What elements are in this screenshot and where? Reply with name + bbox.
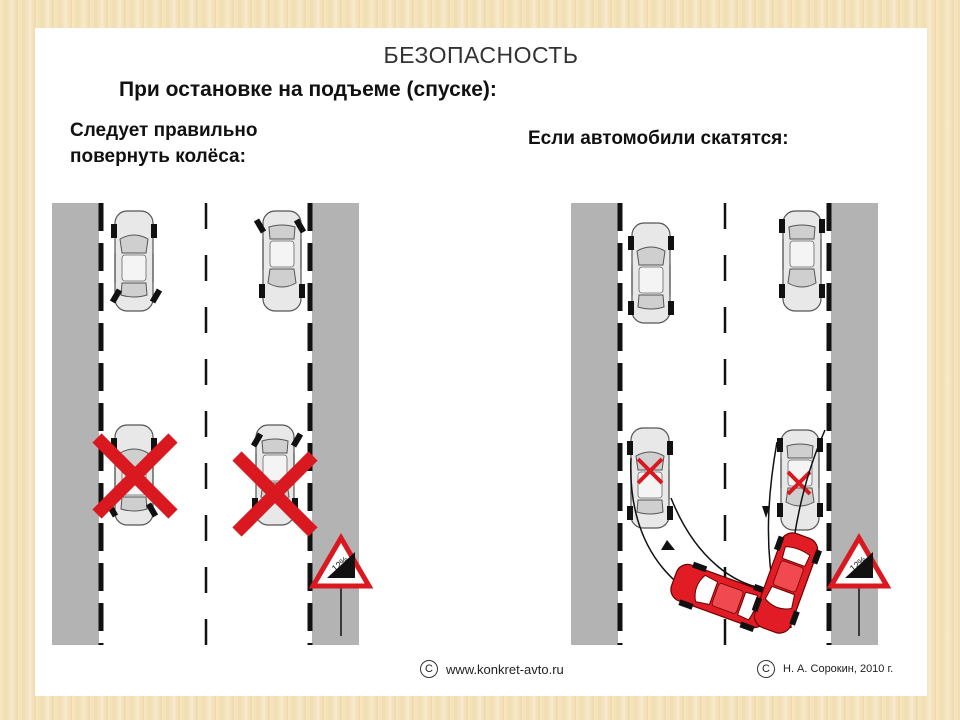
car-right-panel-left-top: [628, 222, 674, 324]
copyright-icon: C: [420, 660, 438, 678]
credit-left: C www.konkret-avto.ru: [420, 660, 564, 678]
slide: БЕЗОПАСНОСТЬ При остановке на подъеме (с…: [35, 28, 927, 696]
credit-author: Н. А. Сорокин, 2010 г.: [783, 663, 894, 675]
page-subtitle: При остановке на подъеме (спуске):: [119, 78, 497, 101]
cross-mark-right-icon: [232, 451, 318, 537]
credit-right: C Н. А. Сорокин, 2010 г.: [757, 660, 893, 678]
credit-site: www.konkret-avto.ru: [446, 661, 564, 677]
page-title: БЕЗОПАСНОСТЬ: [383, 42, 579, 68]
left-caption: Следует правильно повернуть колёса:: [70, 118, 360, 170]
road-diagram: 12%: [52, 203, 892, 645]
left-road: [52, 203, 359, 645]
right-sidewalk-left: [571, 203, 618, 645]
right-caption: Если автомобили скатятся:: [528, 128, 789, 149]
car-right-top-correct: [253, 210, 307, 312]
small-cross-left-icon: [636, 457, 664, 485]
grade-sign-right-icon: 12%: [826, 533, 892, 636]
left-sidewalk-left: [52, 203, 99, 645]
car-right-panel-left-bottom: [627, 427, 673, 529]
left-caption-line2: повернуть колёса:: [70, 146, 246, 167]
copyright-icon: C: [757, 660, 775, 678]
left-caption-line1: Следует правильно: [70, 120, 258, 141]
grade-sign-left-icon: 12%: [308, 533, 374, 636]
small-cross-right-icon: [786, 470, 812, 496]
cross-mark-left-icon: [92, 433, 178, 519]
car-left-top-correct: [109, 210, 163, 312]
car-right-panel-right-top: [779, 210, 825, 312]
crashed-car-right: [750, 528, 822, 638]
